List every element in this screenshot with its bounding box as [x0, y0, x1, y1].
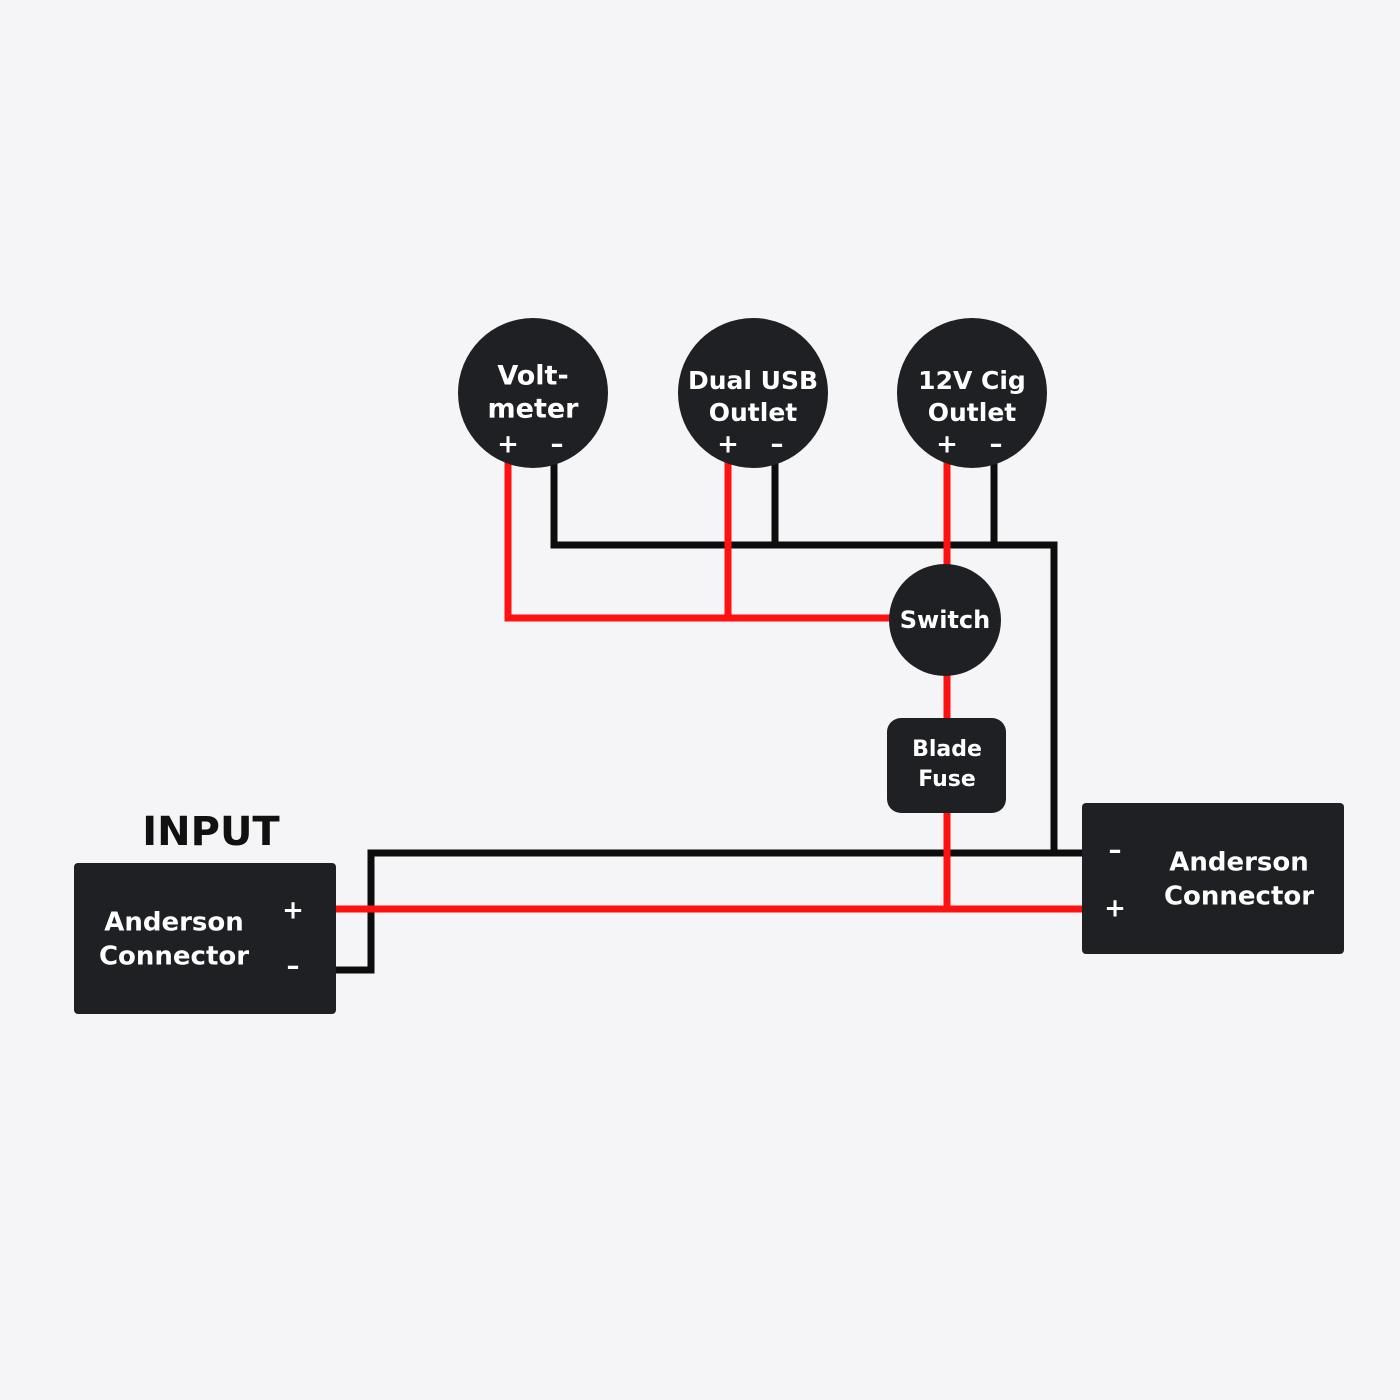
usb-outlet-node: Dual USB Outlet + –	[678, 318, 828, 468]
switch-node: Switch	[889, 564, 1001, 676]
cig-outlet-node: 12V Cig Outlet + –	[897, 318, 1047, 468]
input-title: INPUT	[142, 809, 280, 855]
voltmeter-plus-terminal: +	[497, 430, 519, 460]
cig-outlet-plus-terminal: +	[936, 430, 958, 460]
usb-outlet-label-line1: Dual USB	[688, 366, 818, 395]
output-anderson-connector: Anderson Connector – +	[1082, 803, 1344, 954]
fuse-label-line2: Fuse	[918, 767, 976, 792]
cig-outlet-label-line1: 12V Cig	[918, 366, 1026, 395]
usb-outlet-minus-terminal: –	[771, 430, 784, 460]
cig-outlet-label-line2: Outlet	[928, 398, 1017, 427]
input-connector-label-line1: Anderson	[104, 908, 244, 938]
input-connector-label-line2: Connector	[99, 942, 249, 972]
input-connector-minus-terminal: –	[287, 952, 300, 982]
voltmeter-label-line1: Volt-	[497, 361, 568, 392]
switch-label: Switch	[900, 606, 990, 634]
voltmeter-label-line2: meter	[488, 394, 580, 425]
output-connector-plus-terminal: +	[1104, 894, 1126, 924]
fuse-label-line1: Blade	[912, 737, 982, 762]
voltmeter-minus-terminal: –	[551, 430, 564, 460]
positive-wire-switched-bus	[504, 460, 892, 622]
usb-outlet-plus-terminal: +	[717, 430, 739, 460]
input-anderson-connector: Anderson Connector + –	[74, 863, 336, 1014]
blade-fuse-node: Blade Fuse	[887, 718, 1006, 813]
usb-outlet-label-line2: Outlet	[709, 398, 798, 427]
voltmeter-node: Volt- meter + –	[458, 318, 608, 468]
cig-outlet-minus-terminal: –	[990, 430, 1003, 460]
output-connector-label-line1: Anderson	[1169, 848, 1309, 878]
input-connector-plus-terminal: +	[282, 896, 304, 926]
output-connector-label-line2: Connector	[1164, 882, 1314, 912]
output-connector-minus-terminal: –	[1109, 836, 1122, 866]
